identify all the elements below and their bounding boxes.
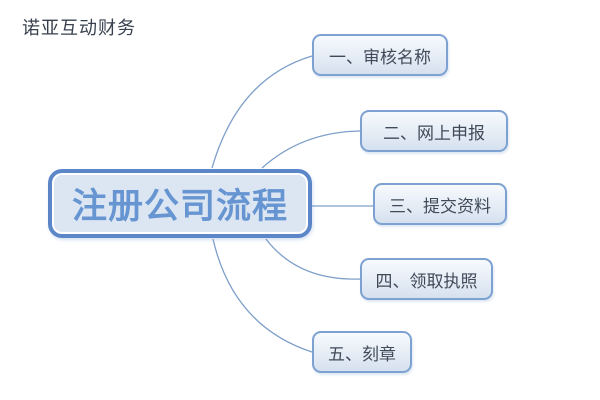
- branch-node-3-submit-materials[interactable]: 三、提交资料: [373, 183, 507, 225]
- connector-root-to-branch-1: [211, 55, 313, 169]
- connector-root-to-branch-5: [212, 238, 313, 353]
- branch-node-2-online-declare[interactable]: 二、网上申报: [360, 110, 508, 152]
- brand-watermark: 诺亚互动财务: [22, 18, 136, 38]
- branch-node-label: 五、刻章: [328, 344, 396, 364]
- connector-root-to-branch-2: [261, 130, 361, 169]
- branch-node-4-collect-license[interactable]: 四、领取执照: [360, 258, 493, 300]
- root-node-register-company-process[interactable]: 注册公司流程: [48, 169, 312, 238]
- branch-node-1-review-name[interactable]: 一、审核名称: [312, 34, 448, 76]
- branch-node-5-engrave-seal[interactable]: 五、刻章: [312, 331, 412, 373]
- root-node-label: 注册公司流程: [71, 187, 288, 226]
- branch-node-label: 一、审核名称: [329, 47, 431, 67]
- branch-node-label: 三、提交资料: [389, 196, 491, 216]
- branch-node-label: 四、领取执照: [375, 271, 478, 291]
- branch-node-label: 二、网上申报: [383, 123, 485, 143]
- connector-root-to-branch-4: [265, 238, 361, 280]
